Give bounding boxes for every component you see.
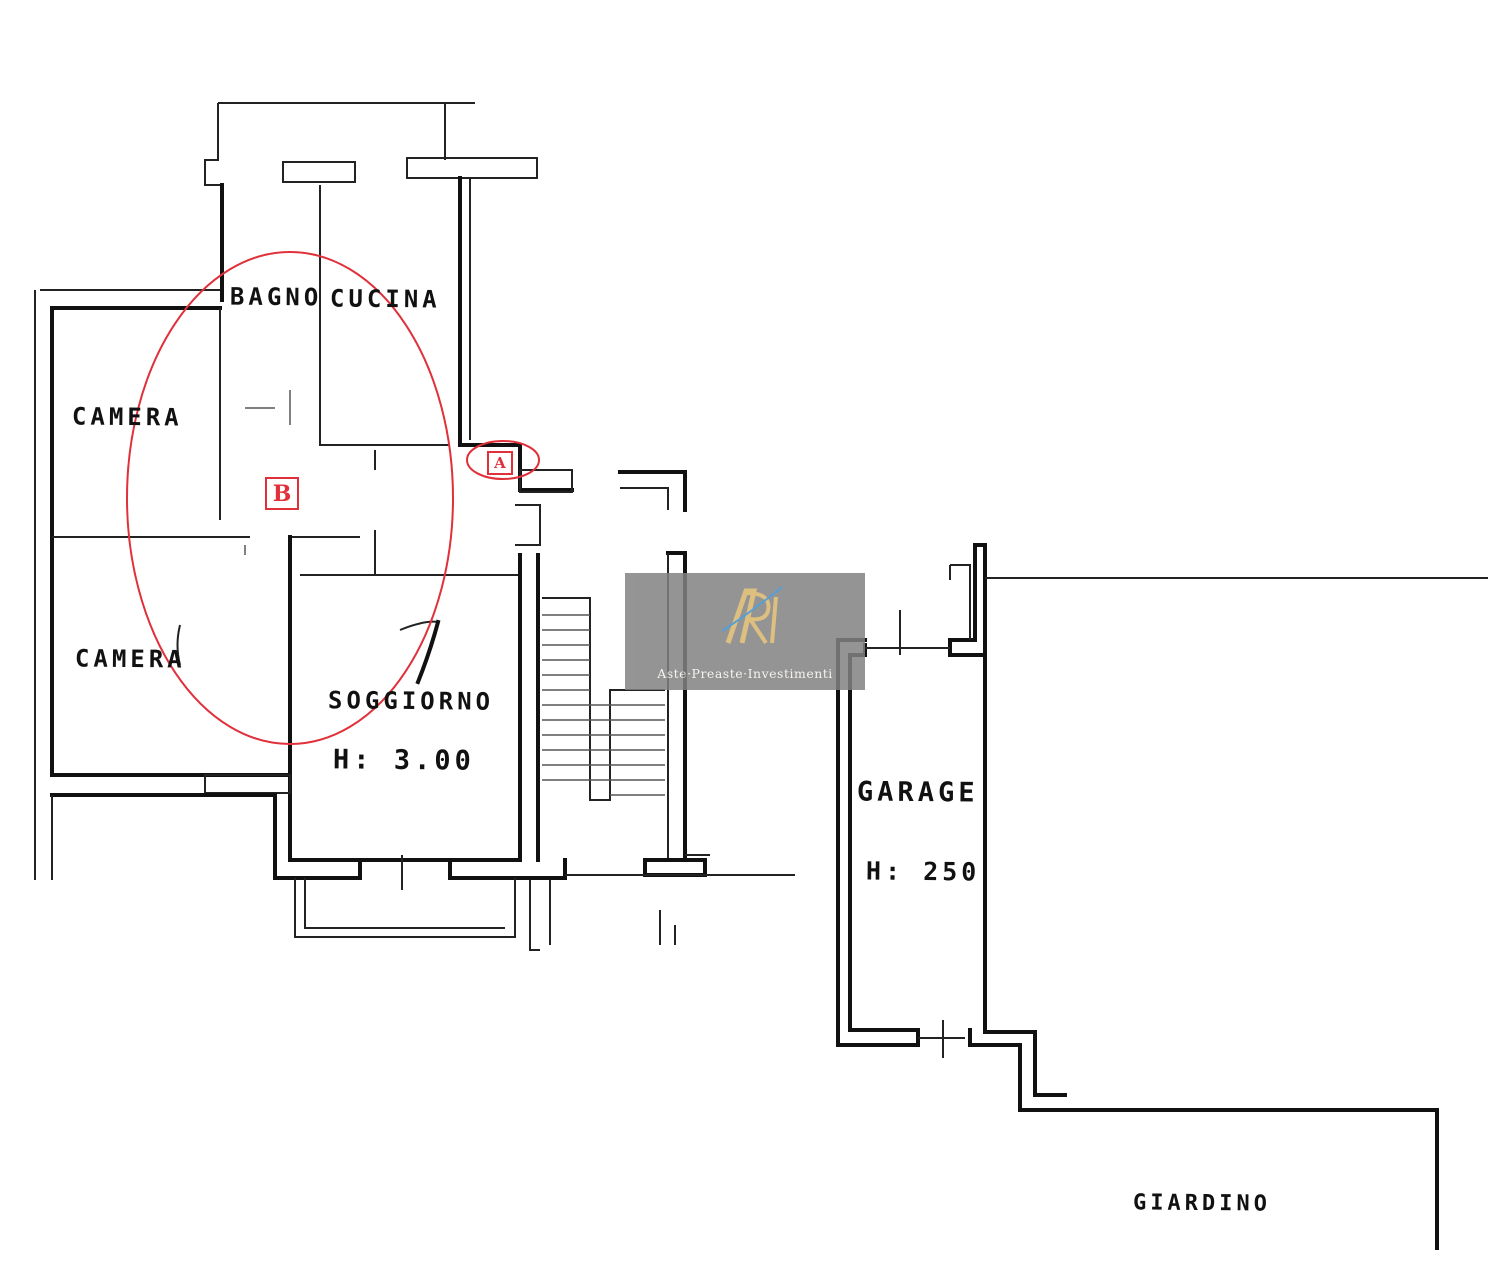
room-label-camera-lower: CAMERA xyxy=(74,644,186,674)
room-label-giardino: GIARDINO xyxy=(1132,1190,1272,1217)
room-label-soggiorno: SOGGIORNO xyxy=(327,686,495,716)
room-label-bagno: BAGNO xyxy=(229,282,323,312)
door-marks xyxy=(176,390,441,685)
room-label-camera-upper: CAMERA xyxy=(71,402,183,432)
staircase xyxy=(542,597,665,801)
marker-a: A xyxy=(487,451,513,475)
apartment-walls xyxy=(34,102,795,951)
watermark-logo xyxy=(721,586,783,645)
room-label-garage: GARAGE xyxy=(856,776,979,809)
marker-b: B xyxy=(265,477,299,510)
highlight-ellipse-a xyxy=(466,440,540,480)
highlight-ellipse-b xyxy=(126,251,454,745)
room-label-cucina: CUCINA xyxy=(329,284,441,314)
watermark: Aste·Preaste·Investimenti xyxy=(625,573,865,690)
room-soggiorno-height: H: 3.00 xyxy=(332,744,475,777)
watermark-text: Aste·Preaste·Investimenti xyxy=(657,666,833,681)
room-garage-height: H: 250 xyxy=(865,856,981,887)
highlight-annotations xyxy=(126,251,540,745)
garage-walls xyxy=(836,543,1488,1250)
